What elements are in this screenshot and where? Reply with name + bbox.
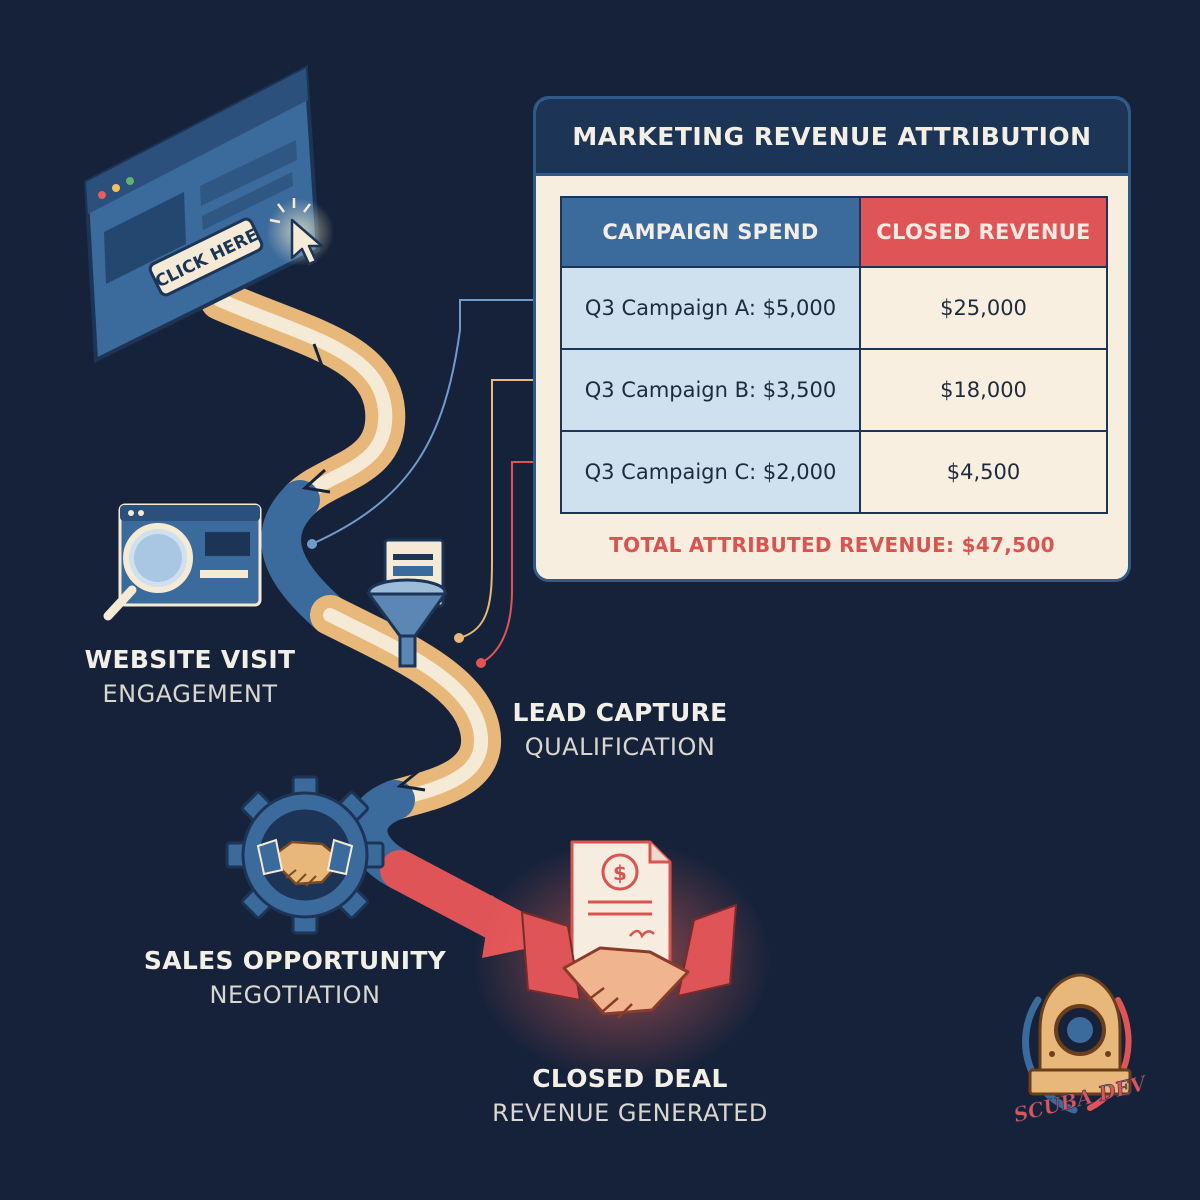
- stage-subtitle: NEGOTIATION: [209, 981, 381, 1009]
- diving-helmet-icon: [1028, 973, 1132, 1096]
- stage-website-visit: WEBSITE VISIT ENGAGEMENT: [80, 645, 300, 708]
- stage-title: CLOSED DEAL: [532, 1064, 728, 1093]
- revenue-cell: $4,500: [859, 430, 1108, 514]
- closed-deal-icon: $: [472, 840, 772, 1080]
- cursor-icon: [266, 198, 334, 266]
- stage-title: LEAD CAPTURE: [512, 698, 728, 727]
- table-header-row: CAMPAIGN SPEND CLOSED REVENUE: [560, 196, 1108, 268]
- magnifier-icon: [103, 503, 262, 621]
- header-campaign-spend: CAMPAIGN SPEND: [560, 196, 861, 268]
- svg-text:$: $: [613, 861, 627, 885]
- panel-title: MARKETING REVENUE ATTRIBUTION: [536, 99, 1128, 176]
- stage-title: SALES OPPORTUNITY: [143, 946, 447, 975]
- revenue-cell: $18,000: [859, 348, 1108, 432]
- revenue-cell: $25,000: [859, 266, 1108, 350]
- header-closed-revenue: CLOSED REVENUE: [859, 196, 1108, 268]
- stage-sales-opportunity: SALES OPPORTUNITY NEGOTIATION: [140, 946, 450, 1009]
- total-attributed-revenue: TOTAL ATTRIBUTED REVENUE: $47,500: [609, 533, 1055, 557]
- campaign-cell: Q3 Campaign C: $2,000: [560, 430, 861, 514]
- handshake-icon: [256, 838, 354, 887]
- journey-path: [200, 280, 548, 958]
- attribution-panel: MARKETING REVENUE ATTRIBUTION CAMPAIGN S…: [533, 96, 1131, 582]
- table-row: Q3 Campaign B: $3,500 $18,000: [560, 348, 1108, 432]
- stage-closed-deal: CLOSED DEAL REVENUE GENERATED: [480, 1064, 780, 1127]
- table-row: Q3 Campaign A: $5,000 $25,000: [560, 266, 1108, 350]
- invoice-icon: $: [570, 840, 672, 964]
- table-row: Q3 Campaign C: $2,000 $4,500: [560, 430, 1108, 514]
- campaign-cell: Q3 Campaign A: $5,000: [560, 266, 861, 350]
- attribution-table: CAMPAIGN SPEND CLOSED REVENUE Q3 Campaig…: [560, 196, 1108, 514]
- stage-lead-capture: LEAD CAPTURE QUALIFICATION: [505, 698, 735, 761]
- gear-icon: [225, 775, 385, 935]
- campaign-cell: Q3 Campaign B: $3,500: [560, 348, 861, 432]
- stage-subtitle: QUALIFICATION: [524, 733, 716, 761]
- browser-window-icon: CLICK HERE: [83, 64, 321, 364]
- stage-subtitle: ENGAGEMENT: [102, 680, 278, 708]
- stage-subtitle: REVENUE GENERATED: [492, 1099, 768, 1127]
- funnel-icon: [366, 538, 448, 668]
- stage-title: WEBSITE VISIT: [84, 645, 296, 674]
- scuba-dev-logo: SCUBA DEV: [1011, 973, 1151, 1127]
